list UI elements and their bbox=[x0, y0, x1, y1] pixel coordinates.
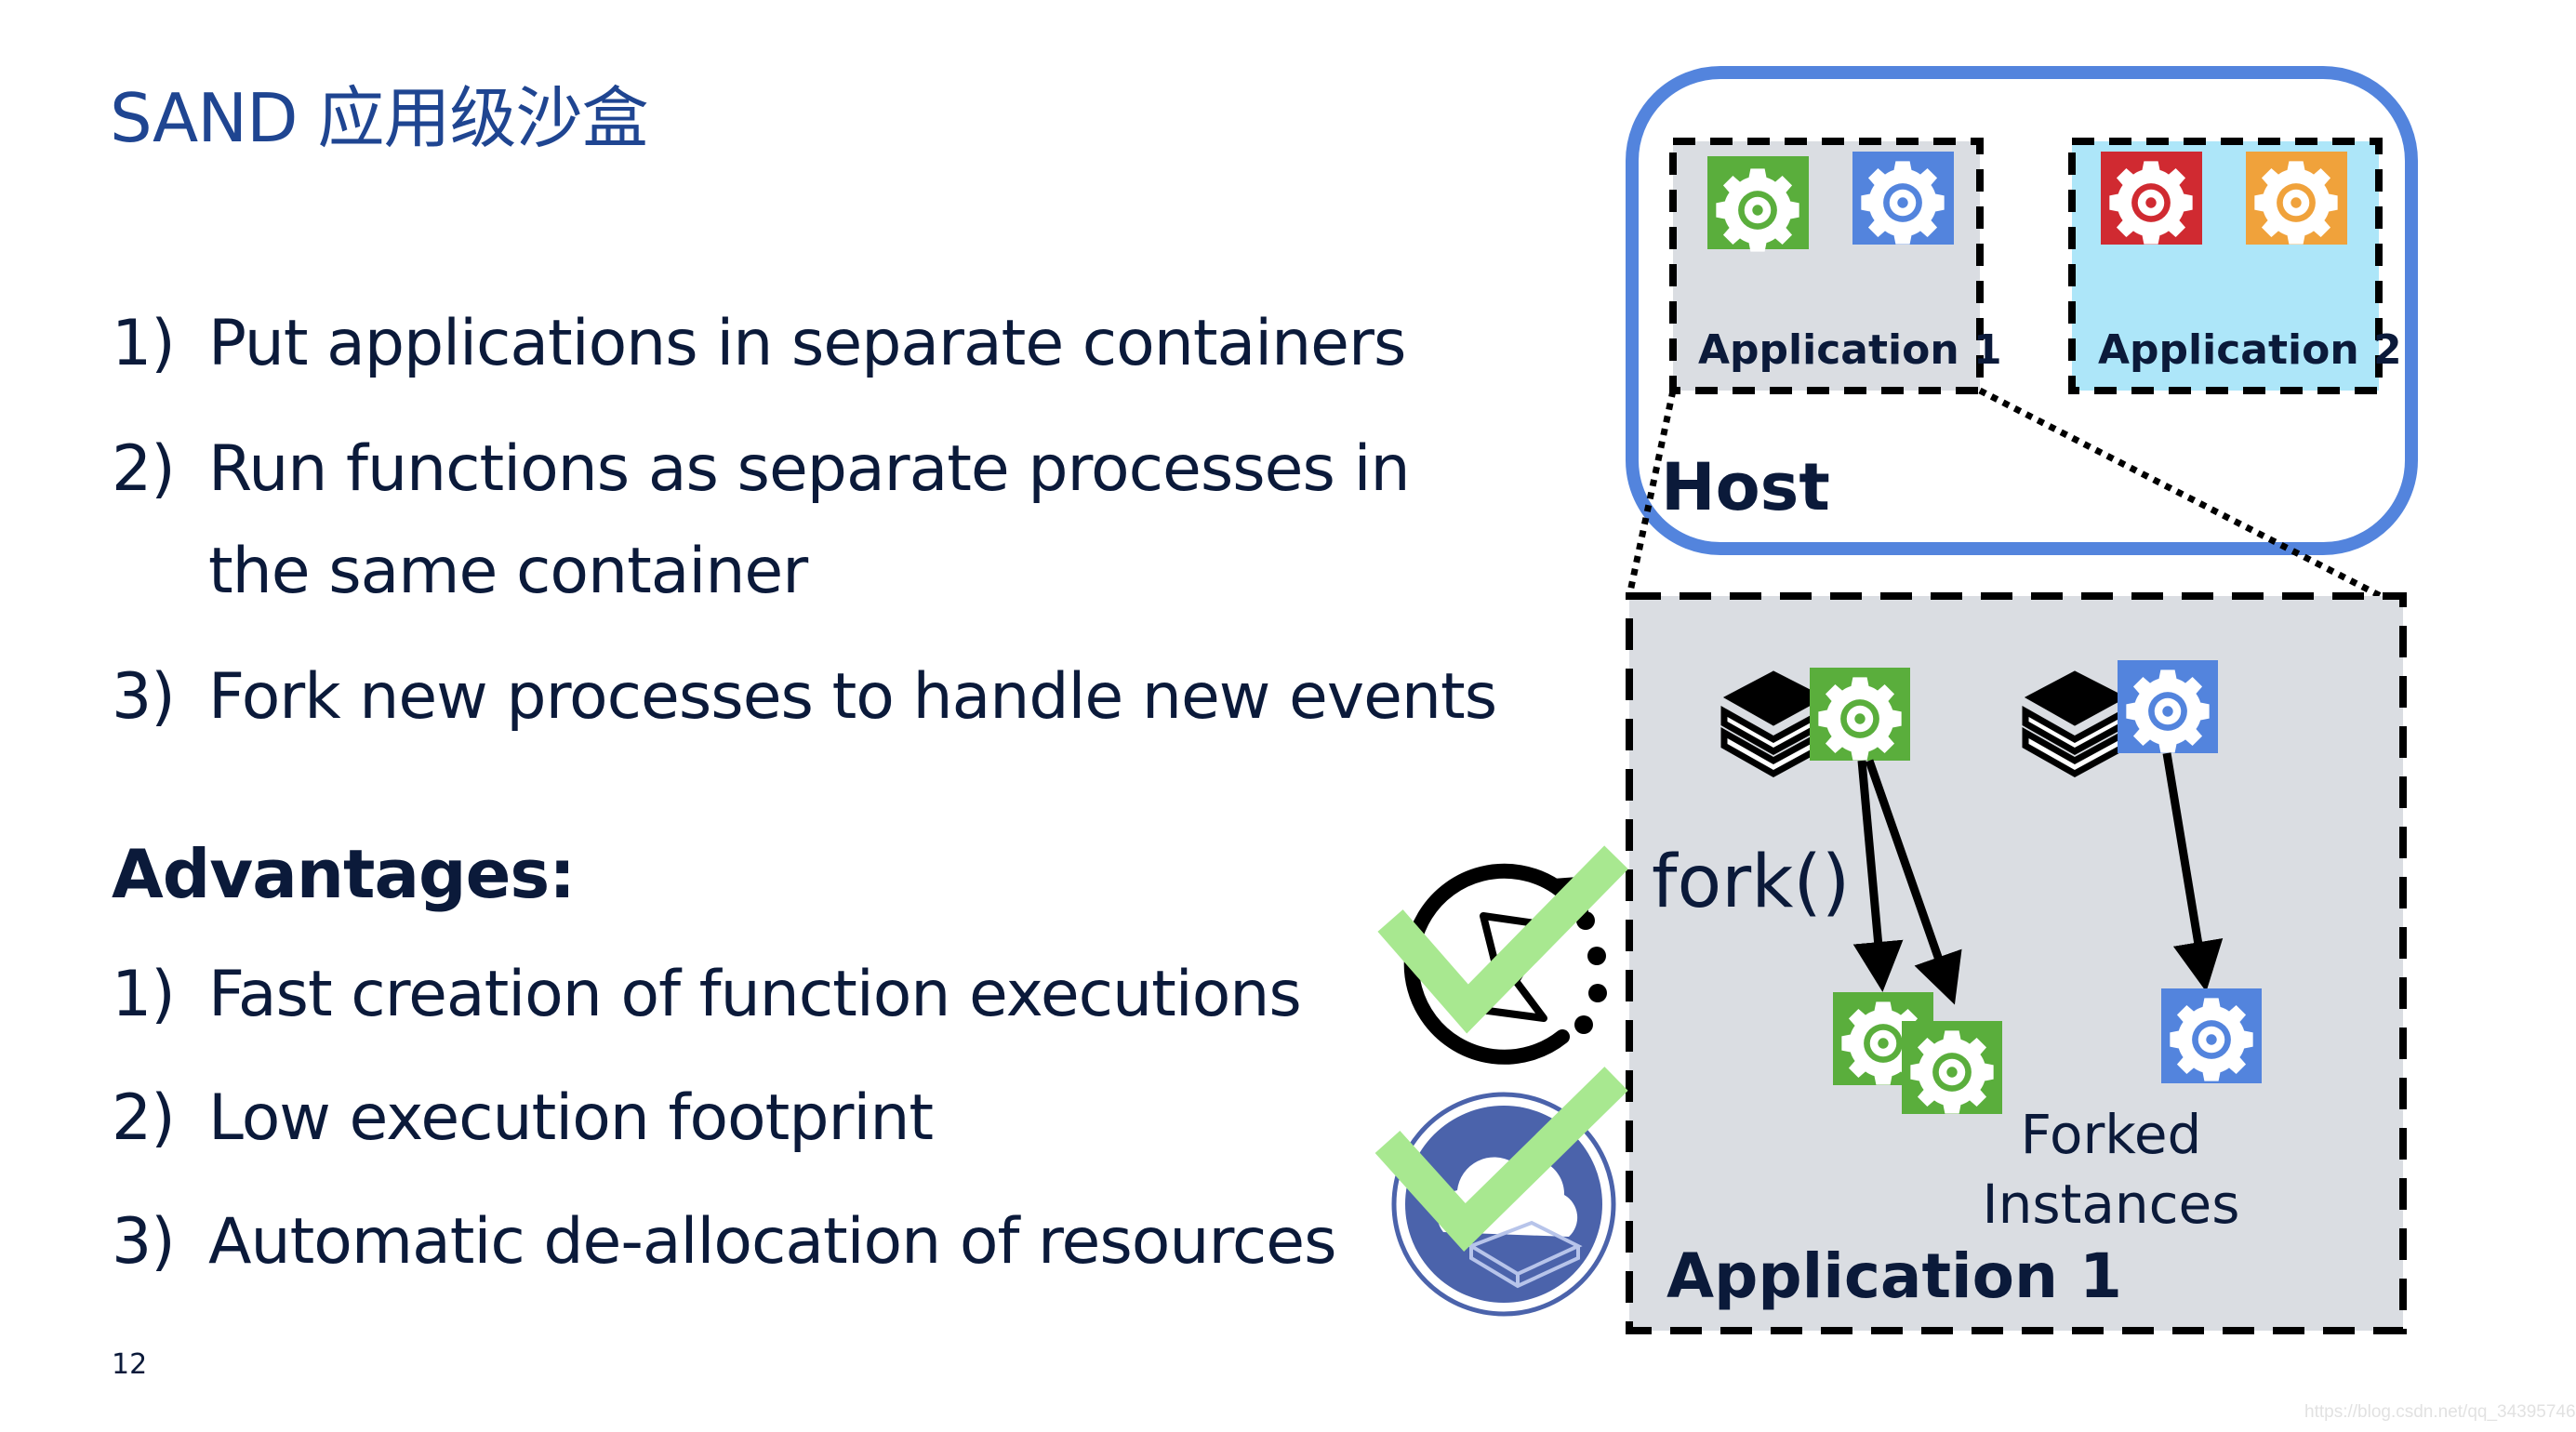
item-text: Automatic de-allocation of resources bbox=[208, 1205, 1337, 1279]
fork-arrow bbox=[1852, 760, 1904, 992]
zoom-line-right bbox=[1978, 387, 2383, 600]
item-text: Fork new processes to handle new events bbox=[208, 660, 1497, 734]
fork-arrow bbox=[1865, 759, 1962, 1005]
item-number: 3) bbox=[112, 660, 176, 734]
fork-label: fork() bbox=[1652, 841, 1850, 924]
item-number: 1) bbox=[112, 307, 176, 380]
advantage-item-3: 3) Automatic de-allocation of resources bbox=[112, 1205, 1337, 1279]
forked-label-line2: Instances bbox=[1983, 1173, 2240, 1236]
forked-gear-icon-blue bbox=[2161, 988, 2262, 1083]
item-text: Run functions as separate processes in bbox=[208, 432, 1411, 506]
advantage-item-1: 1) Fast creation of function executions bbox=[112, 958, 1302, 1031]
check-icon bbox=[1374, 1067, 1628, 1252]
approach-item-1: 1) Put applications in separate container… bbox=[112, 307, 1406, 380]
forked-gear-icon-green bbox=[1902, 1021, 2002, 1114]
item-number: 1) bbox=[112, 958, 176, 1031]
gear-icon-orange bbox=[2246, 152, 2347, 245]
fork-arrow bbox=[2162, 752, 2224, 992]
watermark: https://blog.csdn.net/qq_34395746 bbox=[2304, 1402, 2576, 1422]
app1-detail-label: Application 1 bbox=[1666, 1240, 2122, 1312]
gear-icon-blue bbox=[2118, 660, 2218, 753]
item-text: Put applications in separate containers bbox=[208, 307, 1406, 380]
check-icon bbox=[1377, 845, 1628, 1034]
app2-label: Application 2 bbox=[2098, 326, 2402, 374]
item-number: 3) bbox=[112, 1205, 176, 1279]
gear-icon-red bbox=[2101, 152, 2202, 245]
app1-detail-container bbox=[1626, 592, 2407, 1334]
item-number: 2) bbox=[112, 432, 176, 506]
gear-icon-blue bbox=[1852, 152, 1954, 245]
item-text: Low execution footprint bbox=[208, 1081, 934, 1155]
advantage-item-2: 2) Low execution footprint bbox=[112, 1081, 934, 1155]
item-text: Fast creation of function executions bbox=[208, 958, 1302, 1031]
approach-item-3: 3) Fork new processes to handle new event… bbox=[112, 660, 1497, 734]
app1-label: Application 1 bbox=[1698, 326, 2002, 374]
approach-item-2-continuation: the same container bbox=[208, 535, 808, 608]
approach-item-2: 2) Run functions as separate processes in bbox=[112, 432, 1411, 506]
page-number: 12 bbox=[112, 1348, 148, 1381]
forked-label-line1: Forked bbox=[2021, 1103, 2202, 1166]
slide-title: SAND 应用级沙盒 bbox=[110, 79, 648, 157]
gear-icon-green bbox=[1810, 668, 1910, 761]
zoom-line-left bbox=[1626, 390, 1677, 597]
gear-icon-green bbox=[1707, 156, 1809, 252]
item-number: 2) bbox=[112, 1081, 176, 1155]
advantages-heading: Advantages: bbox=[112, 835, 576, 913]
host-label: Host bbox=[1661, 449, 1830, 525]
